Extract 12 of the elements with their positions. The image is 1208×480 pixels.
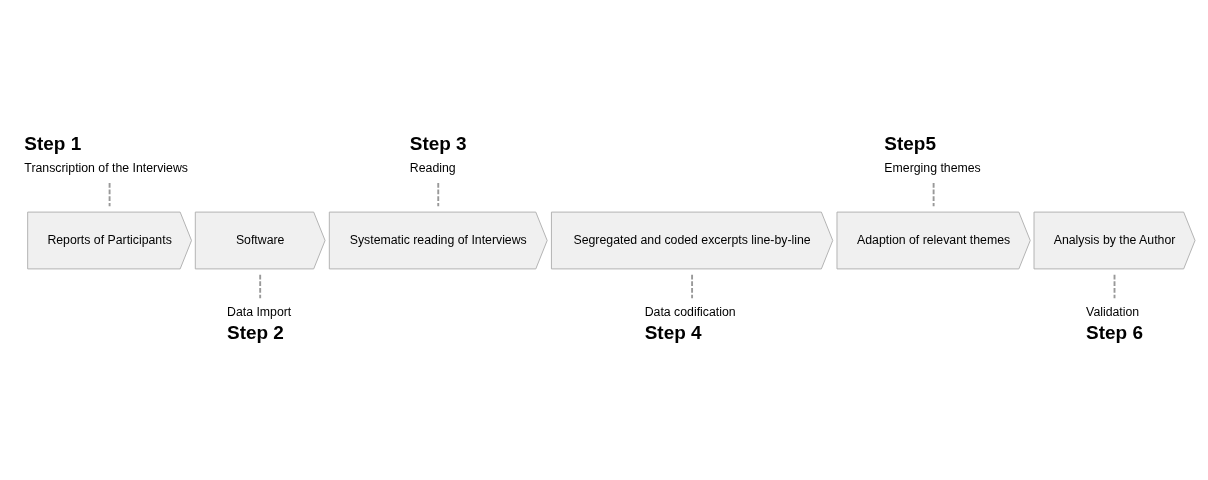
node-text: Step 1 Transcription of the Interviews xyxy=(24,132,188,175)
node-text: Step5 Emerging themes xyxy=(884,132,981,175)
connector xyxy=(1113,273,1116,299)
node-text: Data Import Step 2 xyxy=(227,304,292,343)
connector xyxy=(932,181,935,207)
connector xyxy=(437,181,440,207)
connector xyxy=(691,273,694,299)
connector xyxy=(108,181,111,207)
connector xyxy=(259,273,262,299)
node-text: Validation Step 6 xyxy=(1086,304,1143,343)
node-text: Data codification Step 4 xyxy=(644,304,736,343)
node-text: Step 3 Reading xyxy=(409,132,467,175)
